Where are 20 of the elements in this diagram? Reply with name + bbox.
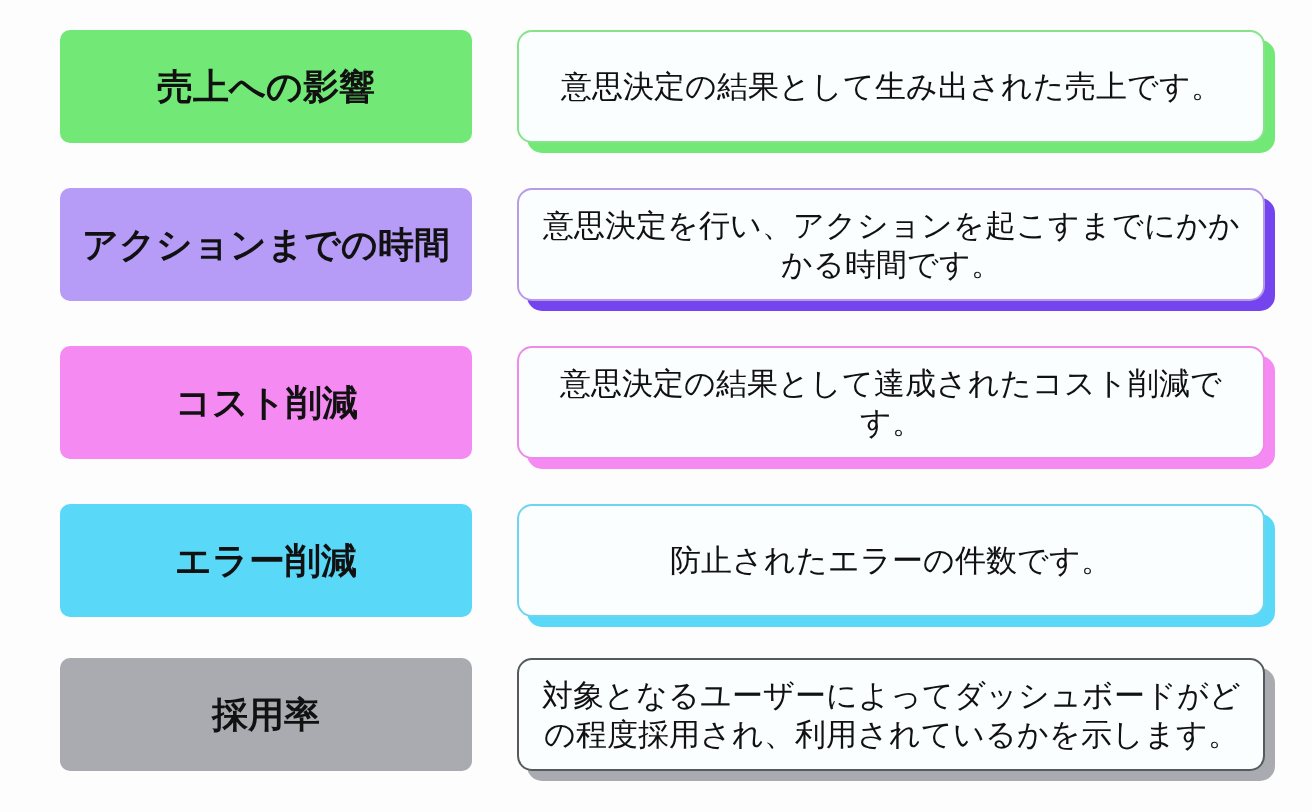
- description-text: 意思決定の結果として達成されたコスト削減です。: [559, 363, 1223, 442]
- description-card: [517, 658, 1275, 781]
- metric-name: アクションまでの時間: [82, 222, 450, 267]
- description-text: 防止されたエラーの件数です。: [670, 541, 1112, 580]
- description-card: [517, 188, 1275, 311]
- metric-card: [60, 30, 472, 143]
- metric-name: コスト削減: [174, 380, 358, 425]
- metric-name: 売上への影響: [157, 64, 375, 109]
- metric-name: エラー削減: [175, 538, 357, 583]
- metric-card: [60, 346, 472, 459]
- metric-card: [60, 658, 472, 771]
- description-text: 対象となるユーザーによってダッシュボードがどの程度採用され、利用されているかを示します。: [540, 675, 1242, 754]
- description-card: [517, 346, 1275, 469]
- description-card: [517, 504, 1275, 627]
- metric-card: [60, 188, 472, 301]
- metric-name: 採用率: [212, 692, 320, 737]
- description-text: 意思決定の結果として生み出された売上です。: [560, 67, 1222, 106]
- description-text: 意思決定を行い、アクションを起こすまでにかかかる時間です。: [541, 205, 1241, 284]
- metric-card: [60, 504, 472, 617]
- description-card: [517, 30, 1275, 153]
